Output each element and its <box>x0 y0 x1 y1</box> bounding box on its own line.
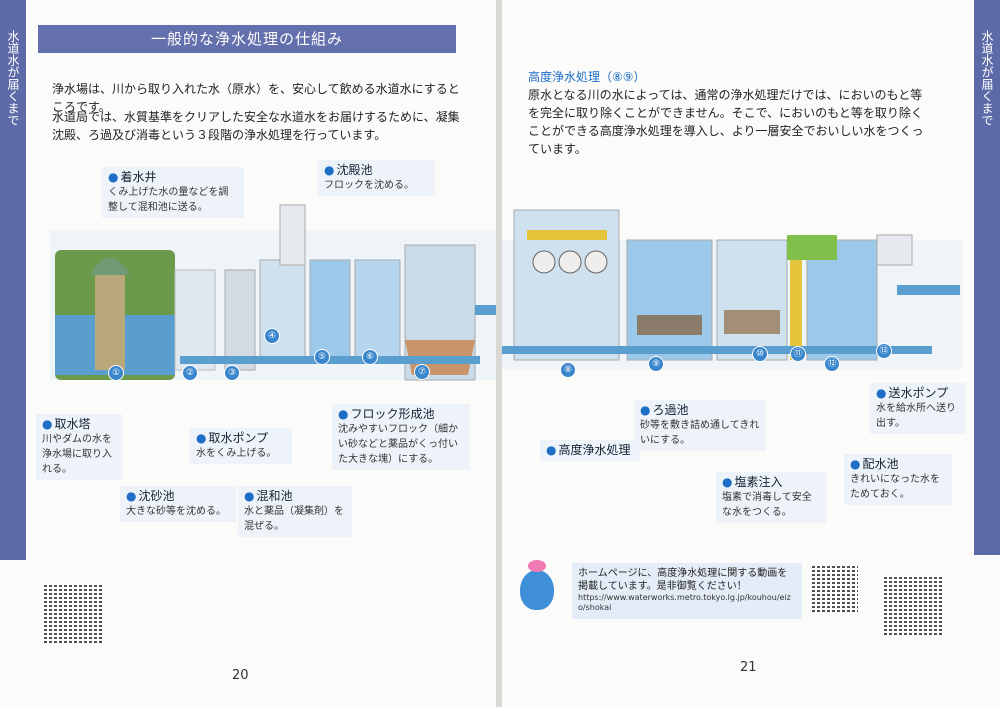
qr-code-promo[interactable] <box>812 566 858 612</box>
chapter-tab-right: 水道水が届くまで <box>974 0 1000 555</box>
filter-media <box>724 310 780 334</box>
receiving-well <box>259 259 306 361</box>
label-floc: フロック形成池 沈みやすいフロック（細かい砂などと薬品がくっ付いた大きな塊）にす… <box>332 404 470 470</box>
advanced-text: 原水となる川の水によっては、通常の浄水処理だけでは、においのもと等を完全に取り除… <box>528 88 924 156</box>
label-koudo: 高度浄水処理 <box>540 440 640 461</box>
label-desc: 川やダムの水を浄水場に取り入れる。 <box>42 434 112 475</box>
ozone-vessel <box>558 250 582 274</box>
step-number-7: ⑦ <box>414 364 430 380</box>
intro-paragraph-1: 浄水場は、川から取り入れた水（原水）を、安心して飲める水道水にするところです。 <box>52 82 460 114</box>
label-title: 取水ポンプ <box>196 431 286 446</box>
qr-code-left[interactable] <box>44 585 102 643</box>
ozone-pipework <box>527 230 607 240</box>
label-title: 取水塔 <box>42 417 116 432</box>
label-title: 塩素注入 <box>722 475 820 490</box>
ozone-vessel <box>532 250 556 274</box>
label-chindenchi: 沈殿池 フロックを沈める。 <box>318 160 435 196</box>
label-desc: きれいになった水をためておく。 <box>850 474 940 500</box>
label-rokachi: ろ過池 砂等を敷き詰め通してきれいにする。 <box>634 400 766 451</box>
label-title: 沈殿池 <box>324 163 429 178</box>
intro-paragraph-2: 水道局では、水質基準をクリアした安全な水道水をお届けするために、凝集沈殿、ろ過及… <box>52 110 460 142</box>
step-number-9: ⑨ <box>648 356 664 372</box>
gac-media <box>637 315 702 335</box>
chapter-tab-text: 水道水が届くまで <box>980 30 994 126</box>
label-chinsachi: 沈砂池 大きな砂等を沈める。 <box>120 486 236 522</box>
mascot-icon <box>514 560 560 620</box>
label-desc: 水と薬品（凝集剤）を混ぜる。 <box>244 506 344 532</box>
label-desc: 沈みやすいフロック（細かい砂などと薬品がくっ付いた大きな塊）にする。 <box>338 424 458 465</box>
label-desc: 塩素で消毒して安全な水をつくる。 <box>722 492 812 518</box>
left-page: 水道水が届くまで 一般的な浄水処理の仕組み 浄水場は、川から取り入れた水（原水）… <box>0 0 496 707</box>
step-number-5: ⑤ <box>314 349 330 365</box>
label-enso: 塩素注入 塩素で消毒して安全な水をつくる。 <box>716 472 826 523</box>
label-shusui-pump: 取水ポンプ 水をくみ上げる。 <box>190 428 292 464</box>
promo-banner: ホームページに、高度浄水処理に関する動画を掲載しています。是非御覧ください！ h… <box>572 563 802 619</box>
mixing-basin <box>309 259 351 361</box>
chapter-tab-text: 水道水が届くまで <box>6 30 20 126</box>
label-desc: 水をくみ上げる。 <box>196 448 277 459</box>
intake-pump-box <box>224 269 256 371</box>
filter-basin <box>716 239 788 361</box>
label-title: 配水池 <box>850 457 946 472</box>
label-title: 送水ポンプ <box>876 386 960 401</box>
step-number-10: ⑩ <box>752 346 768 362</box>
treatment-diagram-left <box>50 204 496 381</box>
advanced-heading: 高度浄水処理（⑧⑨） <box>528 70 646 84</box>
step-number-2: ② <box>182 365 198 381</box>
label-desc: 大きな砂等を沈める。 <box>126 506 226 517</box>
label-title: 沈砂池 <box>126 489 230 504</box>
step-number-11: ⑪ <box>790 346 806 362</box>
step-number-4: ④ <box>264 328 280 344</box>
label-desc: 砂等を敷き詰め通してきれいにする。 <box>640 420 760 446</box>
label-desc: 水を給水所へ送り出す。 <box>876 403 956 429</box>
label-konwachi: 混和池 水と薬品（凝集剤）を混ぜる。 <box>238 486 352 537</box>
label-title: 着水井 <box>108 170 238 185</box>
label-title: 高度浄水処理 <box>546 443 634 458</box>
reservoir-roof-lawn <box>787 235 837 260</box>
page-title: 一般的な浄水処理の仕組み <box>38 25 456 53</box>
ozone-vessel <box>584 250 608 274</box>
label-haisuichi: 配水池 きれいになった水をためておく。 <box>844 454 952 505</box>
chlorine-column <box>790 250 802 360</box>
step-number-3: ③ <box>224 365 240 381</box>
step-number-6: ⑥ <box>362 349 378 365</box>
step-number-8: ⑧ <box>560 362 576 378</box>
intake-tower <box>95 270 125 370</box>
treatment-diagram-right <box>502 209 962 370</box>
step-number-13: ⑬ <box>876 343 892 359</box>
label-title: フロック形成池 <box>338 407 464 422</box>
gac-basin <box>626 239 713 361</box>
label-chakusuisei: 着水井 くみ上げた水の量などを調整して混和池に送る。 <box>102 167 244 218</box>
floc-basin <box>354 259 401 361</box>
label-sousui-pump: 送水ポンプ 水を給水所へ送り出す。 <box>870 383 966 434</box>
promo-text: ホームページに、高度浄水処理に関する動画を掲載しています。是非御覧ください！ <box>578 568 788 592</box>
page-number-right: 21 <box>740 660 757 675</box>
right-page: 水道水が届くまで 高度浄水処理（⑧⑨） 原水となる川の水によっては、通常の浄水処… <box>502 0 1000 707</box>
chapter-tab-left: 水道水が届くまで <box>0 0 26 560</box>
sand-basin <box>174 269 216 371</box>
label-title: ろ過池 <box>640 403 760 418</box>
label-desc: フロックを沈める。 <box>324 180 414 191</box>
page-number-left: 20 <box>232 668 249 683</box>
step-number-1: ① <box>108 365 124 381</box>
promo-url[interactable]: https://www.waterworks.metro.tokyo.lg.jp… <box>578 593 791 612</box>
building <box>279 204 306 266</box>
pump-house <box>876 234 913 266</box>
intake-tower-dome <box>90 257 130 275</box>
label-title: 混和池 <box>244 489 346 504</box>
label-desc: くみ上げた水の量などを調整して混和池に送る。 <box>108 187 229 213</box>
label-shusuito: 取水塔 川やダムの水を浄水場に取り入れる。 <box>36 414 122 480</box>
step-number-12: ⑫ <box>824 356 840 372</box>
qr-code-right[interactable] <box>884 575 944 635</box>
